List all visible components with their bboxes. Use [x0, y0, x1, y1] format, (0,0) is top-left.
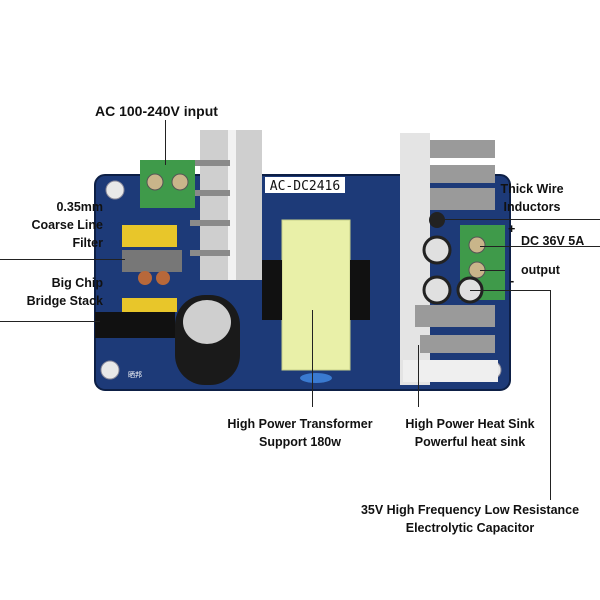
label-line: Support 180w [259, 435, 341, 449]
label-line: Coarse Line [31, 218, 103, 232]
leader-line [470, 290, 550, 291]
label-transformer: High Power Transformer Support 180w [210, 415, 390, 451]
transformer [281, 219, 351, 371]
leader-line [550, 290, 551, 500]
bridge-rectifier [95, 312, 175, 338]
input-terminal-block [140, 160, 195, 208]
mount-hole [100, 360, 120, 380]
label-line: High Power Transformer [227, 417, 373, 431]
label-bridge: Big Chip Bridge Stack [5, 274, 103, 310]
label-line: Thick Wire [500, 182, 564, 196]
leader-line [480, 270, 505, 271]
label-line: Powerful heat sink [414, 435, 526, 449]
leader-line [0, 321, 100, 322]
label-inductors: Thick Wire Inductors [492, 180, 572, 216]
label-line: Filter [72, 236, 103, 250]
mount-hole [105, 180, 125, 200]
label-dc-output: DC 36V 5A [521, 234, 585, 248]
label-line: Big Chip [51, 276, 103, 290]
label-line: 35V High Frequency Low Resistance [360, 503, 580, 517]
label-output: output [521, 263, 560, 277]
left-heatsink [190, 130, 262, 280]
label-minus: - [510, 274, 515, 288]
board-model: AC-DC2416 [270, 179, 340, 194]
label-line: 0.35mm [56, 200, 103, 214]
label-line: Electrolytic Capacitor [405, 521, 535, 535]
leader-line [440, 219, 600, 220]
label-line: High Power Heat Sink [405, 417, 535, 431]
label-filter: 0.35mm Coarse Line Filter [10, 198, 103, 252]
label-line: Inductors [503, 200, 561, 214]
leader-line [165, 120, 166, 165]
label-plus: + [508, 222, 516, 236]
label-capacitor: 35V High Frequency Low Resistance Electr… [350, 501, 590, 537]
right-heatsink [400, 133, 498, 385]
leader-line [312, 310, 313, 407]
leader-line [480, 246, 600, 247]
label-ac-input: AC 100-240V input [95, 103, 218, 119]
inductor [429, 212, 445, 228]
label-heatsink: High Power Heat Sink Powerful heat sink [390, 415, 550, 451]
line-filter [122, 225, 177, 247]
label-line: Bridge Stack [26, 294, 103, 308]
maker-mark: 晒邦 [128, 370, 142, 379]
leader-line [418, 345, 419, 407]
leader-line [0, 259, 125, 260]
